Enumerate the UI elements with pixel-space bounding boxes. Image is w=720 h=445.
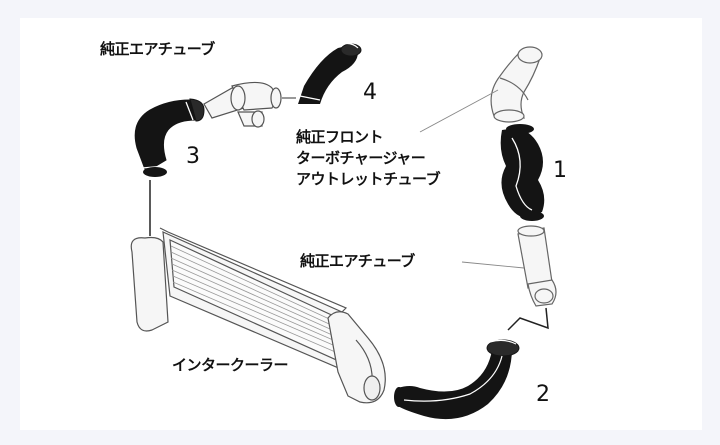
intercooler-drawing — [130, 227, 386, 404]
turbo-outlet-tube-drawing — [419, 46, 543, 133]
label-oem-front-line3: アウトレットチューブ — [296, 170, 441, 188]
hose-2-drawing — [394, 339, 520, 420]
label-oem-air-tube-right: 純正エアチューブ — [300, 252, 415, 270]
top-air-tube-drawing — [203, 81, 296, 128]
label-oem-air-tube-top: 純正エアチューブ — [100, 40, 215, 58]
label-intercooler: インタークーラー — [172, 356, 289, 374]
hose-3-drawing — [134, 98, 205, 236]
hose-4-drawing — [298, 42, 362, 104]
right-air-tube-drawing — [461, 225, 557, 331]
part-number-3: 3 — [186, 144, 200, 169]
hose-1-drawing — [500, 124, 545, 221]
part-number-4: 4 — [363, 80, 377, 105]
part-number-2: 2 — [536, 382, 550, 407]
label-oem-front-line1: 純正フロント — [296, 128, 384, 146]
part-number-1: 1 — [553, 158, 567, 183]
label-oem-front-line2: ターボチャージャー — [296, 149, 426, 167]
